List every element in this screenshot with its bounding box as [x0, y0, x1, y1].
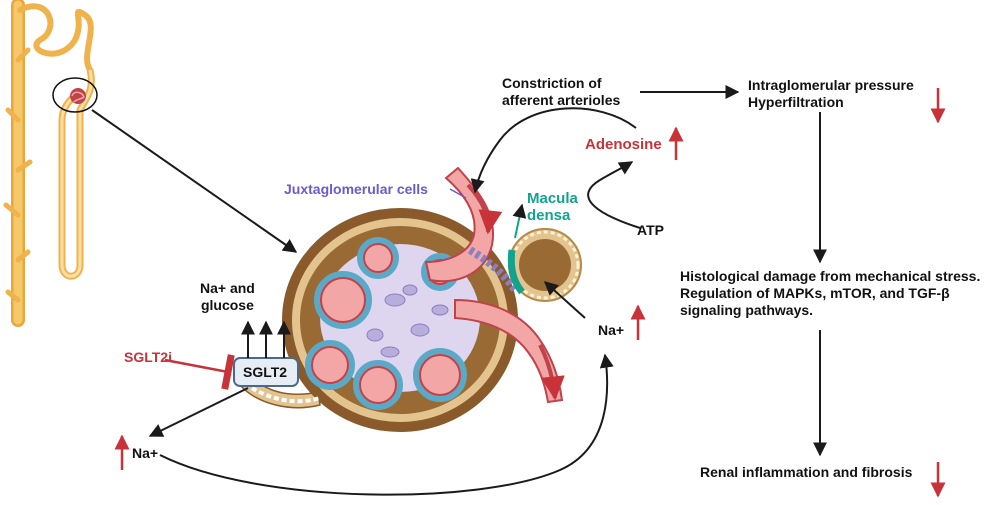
juxtaglomerular-label: Juxtaglomerular cells — [284, 181, 428, 197]
histological-label: Histological damage from mechanical stre… — [680, 268, 981, 318]
na-glucose-label: Na+ and glucose — [200, 280, 255, 313]
adenosine-label: Adenosine — [585, 136, 662, 153]
macula-pointer — [512, 203, 527, 239]
atp-to-adenosine-arrow — [587, 161, 641, 229]
constriction-label: Constriction of afferent arterioles — [502, 75, 621, 108]
intraglomerular-label: Intraglomerular pressure Hyperfiltration — [748, 77, 914, 110]
adenosine-to-arteriole-arrow — [470, 107, 637, 194]
atp-label: ATP — [637, 222, 664, 238]
inhibit-arrow-icon — [164, 354, 235, 390]
na-flow-curve — [159, 353, 614, 496]
sglt2-label: SGLT2 — [243, 364, 288, 380]
na-left-arrow — [148, 387, 249, 437]
glomerulus-icon — [238, 166, 582, 432]
macula-densa-label: Macula densa — [527, 190, 578, 224]
na-right-label: Na+ — [598, 322, 625, 338]
juxtaglomerular-pointer — [449, 188, 467, 199]
zoom-arrow — [91, 109, 298, 253]
renal-label: Renal inflammation and fibrosis — [700, 464, 913, 480]
na-left-label: Na+ — [132, 445, 159, 461]
na-glucose-arrows — [241, 320, 291, 358]
na-to-macula-arrow — [543, 281, 586, 319]
nephron-icon — [3, 0, 98, 327]
sglt2i-label: SGLT2i — [124, 349, 172, 365]
